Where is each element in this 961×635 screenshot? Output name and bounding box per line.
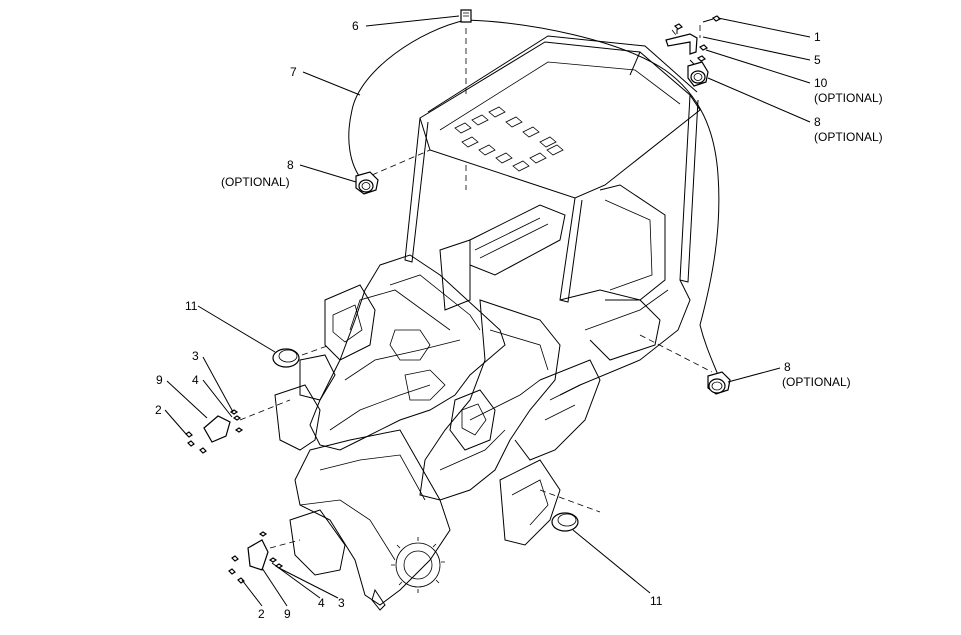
callout-10: 10 (814, 76, 828, 90)
bracket-part-5 (665, 33, 698, 55)
hub-gear (391, 537, 445, 593)
work-light-8-right (707, 371, 731, 395)
callout-11-bottom: 11 (650, 594, 663, 608)
lamp-part-11-bottom (551, 512, 579, 532)
callout-6: 6 (352, 19, 359, 33)
callout-4-bottom: 4 (318, 596, 325, 610)
callout-8-left: 8 (287, 158, 294, 172)
chassis-frame (274, 254, 601, 611)
screw-part-1 (702, 15, 722, 23)
callout-2-bottom: 2 (258, 607, 265, 621)
plate-part-9-bottom (247, 539, 269, 571)
work-light-8-top (687, 61, 709, 87)
callout-5: 5 (814, 53, 821, 67)
callout-4-left: 4 (192, 373, 199, 387)
cab-frame (404, 35, 701, 396)
callout-labels: 6 7 1 5 10 (OPTIONAL) 8 (OPTIONAL) 8 (OP… (155, 19, 883, 621)
plate-part-9-left (203, 415, 231, 443)
callout-3-bottom: 3 (338, 596, 345, 610)
connector-part-6 (460, 9, 472, 23)
callout-8-top-note: (OPTIONAL) (814, 130, 883, 144)
callout-8-top: 8 (814, 115, 821, 129)
wire-harness (348, 19, 720, 376)
callout-7: 7 (290, 65, 297, 79)
callout-3-left: 3 (192, 349, 199, 363)
callout-11-left: 11 (185, 299, 198, 313)
callout-10-note: (OPTIONAL) (814, 91, 883, 105)
callout-8-right-note: (OPTIONAL) (782, 375, 851, 389)
assembly-lines (239, 25, 713, 549)
roof-vents (454, 106, 564, 172)
callout-9-left: 9 (156, 373, 163, 387)
work-light-8-left (355, 171, 379, 195)
callout-9-bottom: 9 (284, 607, 291, 621)
screw-part-1b (673, 23, 684, 34)
callout-1: 1 (814, 30, 821, 44)
lamp-part-11-left (272, 348, 300, 368)
callout-8-right: 8 (784, 360, 791, 374)
clip-part-10 (696, 44, 709, 62)
leader-lines (164, 15, 811, 607)
callout-2-left: 2 (155, 403, 162, 417)
callout-8-left-note: (OPTIONAL) (221, 175, 290, 189)
